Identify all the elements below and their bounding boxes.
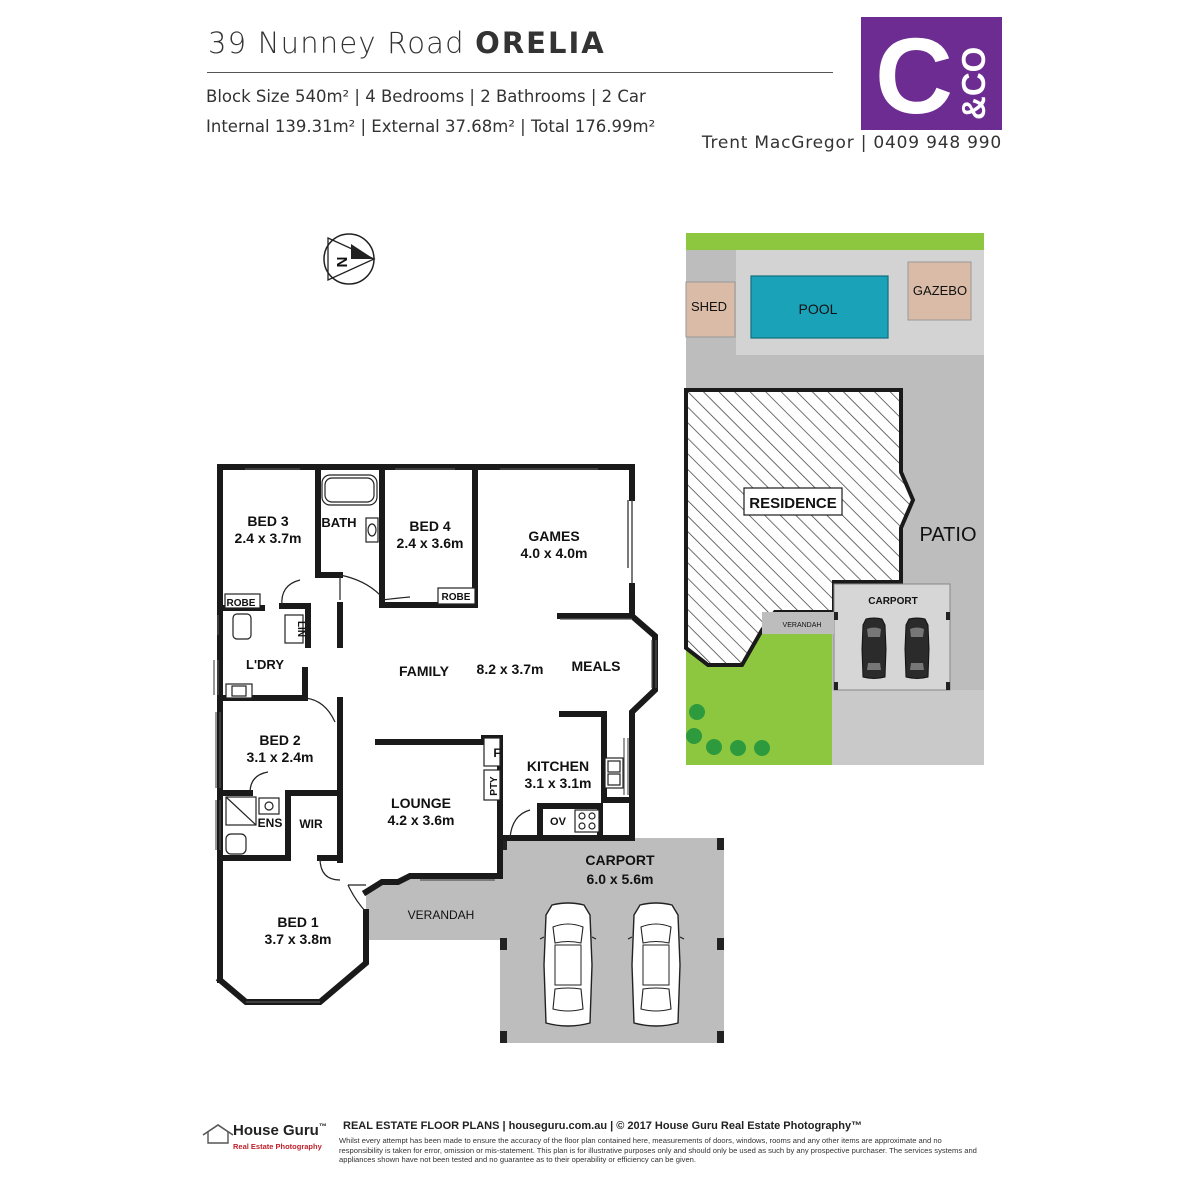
bed2-size: 3.1 x 2.4m [247,749,314,765]
wir-name: WIR [299,817,323,831]
pool-label: POOL [799,301,838,317]
windows [213,468,657,1003]
site-plan: SHED POOL GAZEBO RESIDENCE PATIO CARPORT… [684,233,984,765]
cooktop [574,809,600,833]
family-size: 8.2 x 3.7m [477,661,544,677]
pantry [483,769,501,801]
ensuite-name: ENS [258,816,283,830]
car-left [539,902,597,1027]
games-name: GAMES [528,528,579,544]
bed3-size: 2.4 x 3.7m [235,530,302,546]
site-car-left [861,617,887,679]
driveway [832,690,984,765]
kitchen-sink [604,757,624,789]
verandah-name: VERANDAH [408,908,475,922]
kitchen-name: KITCHEN [527,758,589,774]
car-right [627,902,685,1027]
brand-name: House Guru [233,1122,319,1139]
gazebo-label: GAZEBO [913,283,967,298]
carport-name: CARPORT [585,852,655,868]
robe-bed4-label: ROBE [442,592,471,603]
house-guru-brand: House Guru™ [233,1122,327,1139]
residence-label: RESIDENCE [749,495,837,512]
street-address: 39 Nunney Road [208,26,465,60]
bed1-name: BED 1 [277,914,318,930]
footer-disclaimer: Whilst every attempt has been made to en… [339,1136,977,1165]
fridge-label: F [493,746,500,760]
lounge-size: 4.2 x 3.6m [388,812,455,828]
bath-tub [321,474,378,506]
footer-credit: REAL ESTATE FLOOR PLANS | houseguru.com.… [343,1120,863,1132]
carport-size: 6.0 x 5.6m [587,871,654,887]
bath-name: BATH [321,515,356,530]
linen-cupboard [284,614,304,644]
meals-name: MEALS [572,658,621,674]
site-verandah [762,612,834,634]
compass: N [323,233,376,285]
carport-posts [500,838,724,1043]
pantry-label: PTY [489,776,500,796]
fridge-space [483,737,501,767]
oven-label: OV [550,816,567,828]
site-verandah-label: VERANDAH [783,622,822,629]
house-logo-icon [202,1124,234,1144]
trees [686,704,770,756]
door-swings [249,498,633,913]
bed2-name: BED 2 [259,732,300,748]
games-size: 4.0 x 4.0m [521,545,588,561]
brand-tm: ™ [318,1122,327,1131]
rear-lawn-strip [686,233,984,250]
family-name: FAMILY [399,663,450,679]
room-labels: BED 3 2.4 x 3.7m BATH BED 4 2.4 x 3.6m G… [227,513,656,947]
logo-letter: C [875,17,953,130]
gazebo [907,261,972,321]
site-carport [833,583,951,691]
suburb-name: ORELIA [475,26,606,60]
bed4-name: BED 4 [409,518,450,534]
carport-area [500,838,724,1043]
bed4-size: 2.4 x 3.6m [397,535,464,551]
lounge-name: LOUNGE [391,795,451,811]
verandah-area [366,876,500,940]
agent-contact: Trent MacGregor | 0409 948 990 [701,133,1002,153]
kitchen-size: 3.1 x 3.1m [525,775,592,791]
site-car-right [904,617,930,679]
shed [685,281,736,338]
patio-label: PATIO [919,524,976,546]
logo-suffix: &CO [955,47,992,120]
pool [750,275,889,339]
area-summary: Internal 139.31m² | External 37.68m² | T… [206,117,656,136]
site-carport-label: CARPORT [868,596,917,607]
linen-label: LIN [295,621,306,637]
robe-bed3 [224,593,261,609]
property-summary: Block Size 540m² | 4 Bedrooms | 2 Bathro… [206,87,646,106]
fixtures [224,474,624,855]
laundry-name: L'DRY [246,657,284,672]
robe-bed3-label: ROBE [227,598,256,609]
header-divider [207,72,833,73]
robe-bed4 [437,587,476,605]
shed-label: SHED [691,299,727,314]
bed3-name: BED 3 [247,513,288,529]
house-guru-subtitle: Real Estate Photography [233,1142,322,1151]
residence-label-box [743,487,843,516]
toilet [232,613,252,640]
agency-logo: C &CO [861,15,1002,136]
property-address: 39 Nunney Road ORELIA [208,26,606,60]
compass-label: N [333,257,350,268]
ensuite-toilet [225,833,247,855]
bed1-size: 3.7 x 3.8m [265,931,332,947]
